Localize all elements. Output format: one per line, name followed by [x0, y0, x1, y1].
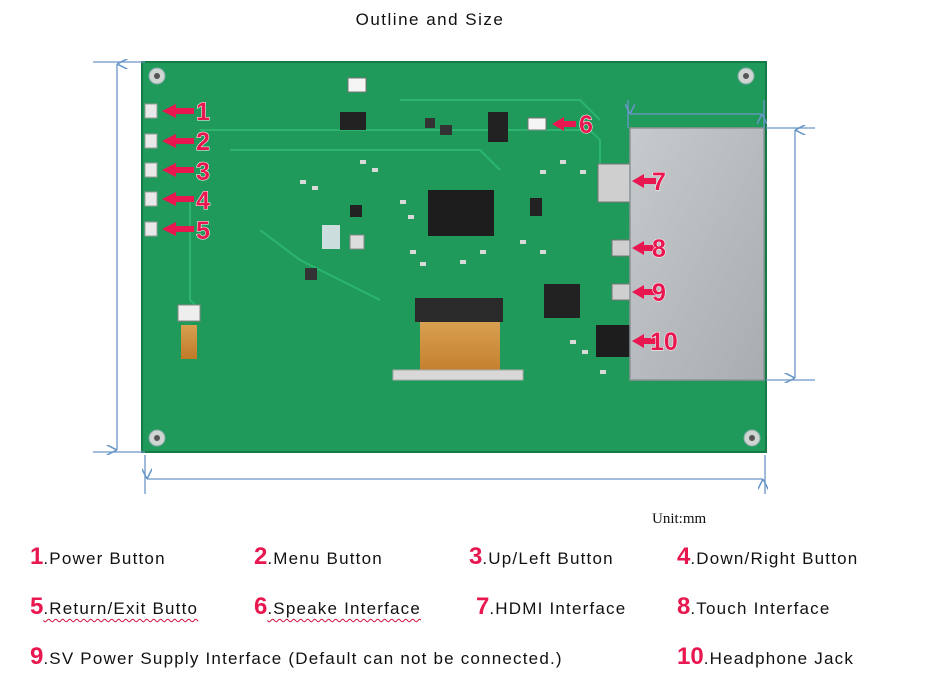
legend-item-return-exit-button: 5.Return/Exit Butto: [30, 593, 198, 621]
legend-number: 2: [254, 543, 268, 570]
legend-item-up-left-button: 3.Up/Left Button: [469, 543, 614, 571]
legend-number: 7: [476, 593, 490, 620]
power-port: [611, 283, 631, 301]
legend-item-hdmi-interface: 7.HDMI Interface: [476, 593, 626, 621]
legend-label: .SV Power Supply Interface (Default can …: [43, 649, 563, 668]
legend-item-headphone-jack: 10.Headphone Jack: [677, 643, 854, 671]
legend-item-power-supply-interface: 9.SV Power Supply Interface (Default can…: [30, 643, 563, 671]
legend-item-menu-button: 2.Menu Button: [254, 543, 383, 571]
callout-5: 5: [196, 217, 210, 245]
legend-number: 9: [30, 643, 44, 670]
legend-label: .Up/Left Button: [482, 549, 614, 568]
legend-number: 3: [469, 543, 483, 570]
side-buttons: [144, 103, 158, 237]
page-title: Outline and Size: [355, 10, 505, 29]
legend-label: .Speake Interface: [267, 599, 422, 618]
callout-7: 7: [652, 168, 666, 196]
legend-label: .Power Button: [43, 549, 166, 568]
legend-label: .HDMI Interface: [489, 599, 627, 618]
legend-number: 6: [254, 593, 268, 620]
callout-1: 1: [196, 98, 210, 126]
callout-4: 4: [196, 187, 210, 215]
main-chip: [428, 190, 494, 236]
touch-port: [611, 239, 631, 257]
legend-number: 4: [677, 543, 691, 570]
display-connector: [415, 298, 503, 322]
headphone-jack: [596, 325, 630, 357]
pcb-board: [141, 61, 767, 453]
legend-item-touch-interface: 8.Touch Interface: [677, 593, 831, 621]
legend-label: .Menu Button: [267, 549, 383, 568]
legend-label: .Down/Right Button: [690, 549, 859, 568]
legend-item-speaker-interface: 6.Speake Interface: [254, 593, 421, 621]
callout-3: 3: [196, 158, 210, 186]
callout-6: 6: [579, 111, 593, 139]
legend-number: 5: [30, 593, 44, 620]
hdmi-port: [597, 163, 631, 203]
unit-label: Unit:mm: [652, 511, 707, 527]
callout-10: 10: [650, 328, 678, 356]
callout-arrows: [162, 104, 656, 348]
legend-label: .Touch Interface: [690, 599, 831, 618]
callout-8: 8: [652, 235, 666, 263]
legend-number: 1: [30, 543, 44, 570]
callout-9: 9: [652, 279, 666, 307]
callout-2: 2: [196, 128, 210, 156]
legend-label: .Headphone Jack: [703, 649, 855, 668]
legend-number: 10: [677, 643, 704, 670]
board-diagram: 1 2 3 4 5 6 7 8 9 10: [93, 0, 815, 494]
legend-label: .Return/Exit Butto: [43, 599, 199, 618]
legend-item-down-right-button: 4.Down/Right Button: [677, 543, 858, 571]
legend-item-power-button: 1.Power Button: [30, 543, 166, 571]
dimension-lines: [93, 62, 815, 494]
legend-number: 8: [677, 593, 691, 620]
